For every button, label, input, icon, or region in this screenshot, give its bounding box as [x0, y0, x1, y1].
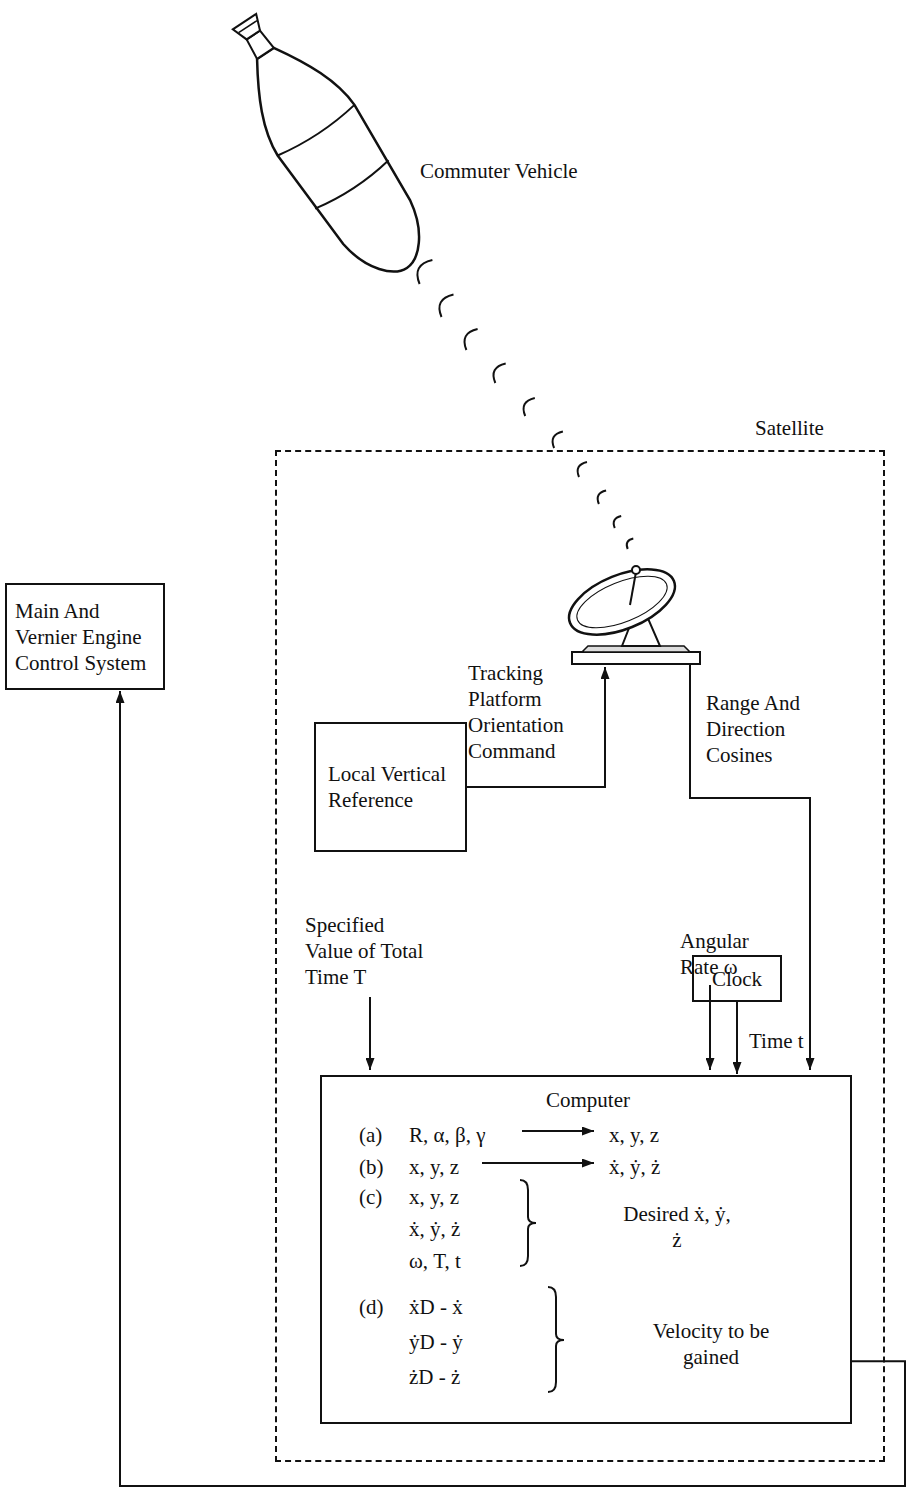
- signal-label: Tracking Platform Orientation Command: [468, 660, 586, 764]
- antenna-feed-horn: [632, 566, 640, 574]
- antenna-dish-rim: [570, 565, 674, 638]
- rocket-body: [227, 28, 445, 293]
- connector: [120, 691, 905, 1486]
- rocket-nozzle: [233, 14, 265, 43]
- computer-line: (b): [359, 1154, 384, 1180]
- computer-line: Desired ẋ, ẏ, ż: [622, 1201, 732, 1253]
- computer-step-arrow: [522, 1130, 594, 1132]
- computer-line: ω, T, t: [409, 1248, 461, 1274]
- box-label: Main And Vernier Engine Control System: [15, 598, 161, 676]
- engine-control-box: Main And Vernier Engine Control System: [5, 583, 165, 690]
- computer-line: x, y, z: [409, 1154, 459, 1180]
- wave-arc: [439, 295, 453, 318]
- computer-box: Computer (a) R, α, β, γ x, y, z (b) x, y, z ẋ,…: [320, 1075, 852, 1424]
- computer-line: żD - ż: [409, 1364, 460, 1390]
- computer-line: (a): [359, 1122, 382, 1148]
- wave-arc: [417, 260, 432, 284]
- connector-label: Time t: [747, 1028, 806, 1054]
- computer-line: ẋD - ẋ: [409, 1294, 463, 1320]
- wave-arc: [578, 462, 587, 477]
- computer-line: Velocity to be gained: [652, 1318, 770, 1370]
- wave-arc: [598, 491, 606, 505]
- computer-step-arrow: [482, 1162, 594, 1164]
- computer-line: (d): [359, 1294, 384, 1320]
- signal-label: Range And Direction Cosines: [706, 690, 831, 768]
- input-label: Angular Rate ω: [680, 928, 762, 980]
- box-label: Satellite: [755, 415, 824, 441]
- rocket-band: [278, 105, 357, 159]
- box-heading: Computer: [322, 1087, 854, 1113]
- input-label: Specified Value of Total Time T: [305, 912, 430, 990]
- computer-line: x, y, z: [409, 1184, 459, 1210]
- brace: [548, 1287, 564, 1392]
- rocket-nozzle-ring: [239, 21, 257, 33]
- rocket-illustration: [206, 0, 445, 293]
- wave-arc: [614, 516, 622, 528]
- connector: [736, 1002, 738, 1074]
- radio-waves: [417, 260, 633, 549]
- wave-arc: [553, 432, 563, 449]
- wave-arc: [627, 539, 634, 550]
- computer-line: x, y, z: [609, 1122, 659, 1148]
- brace: [520, 1180, 536, 1266]
- computer-line: (c): [359, 1184, 382, 1210]
- box-label: Local Vertical Reference: [328, 761, 446, 813]
- antenna-platform: [572, 652, 700, 664]
- rocket-band: [315, 160, 391, 212]
- computer-line: ẋ, ẏ, ż: [609, 1154, 660, 1180]
- wave-arc: [493, 364, 505, 384]
- total-time-line: [369, 997, 371, 1070]
- angular-rate-line: [709, 985, 711, 1070]
- tracking-antenna: [560, 556, 700, 664]
- reference-box: Local Vertical Reference: [314, 722, 467, 852]
- computer-line: ẋ, ẏ, ż: [409, 1216, 460, 1242]
- antenna-dish: [560, 556, 684, 648]
- computer-line: R, α, β, γ: [409, 1122, 485, 1148]
- antenna-feed: [630, 572, 636, 605]
- wave-arc: [464, 329, 477, 350]
- wave-arc: [524, 398, 535, 416]
- vehicle-label: Commuter Vehicle: [420, 158, 578, 184]
- computer-line: ẏD - ẏ: [409, 1329, 463, 1355]
